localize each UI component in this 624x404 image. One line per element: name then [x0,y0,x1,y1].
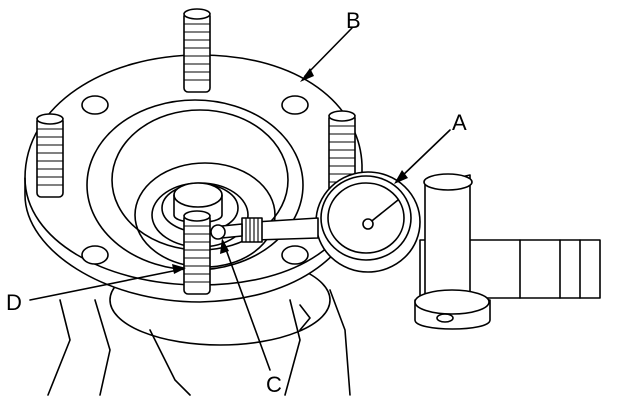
magnetic-base [414,173,601,330]
callout-label-c: C [266,372,282,397]
callout-label-a: A [452,110,467,135]
callout-label-d: D [6,290,22,315]
wheel-stud-front [183,210,211,295]
knuckle-body [47,254,351,396]
wheel-stud-left [36,113,64,198]
callout-label-b: B [346,8,361,33]
wheel-stud-top [183,8,211,93]
dial-indicator [210,171,421,273]
leader-lines [29,27,451,371]
